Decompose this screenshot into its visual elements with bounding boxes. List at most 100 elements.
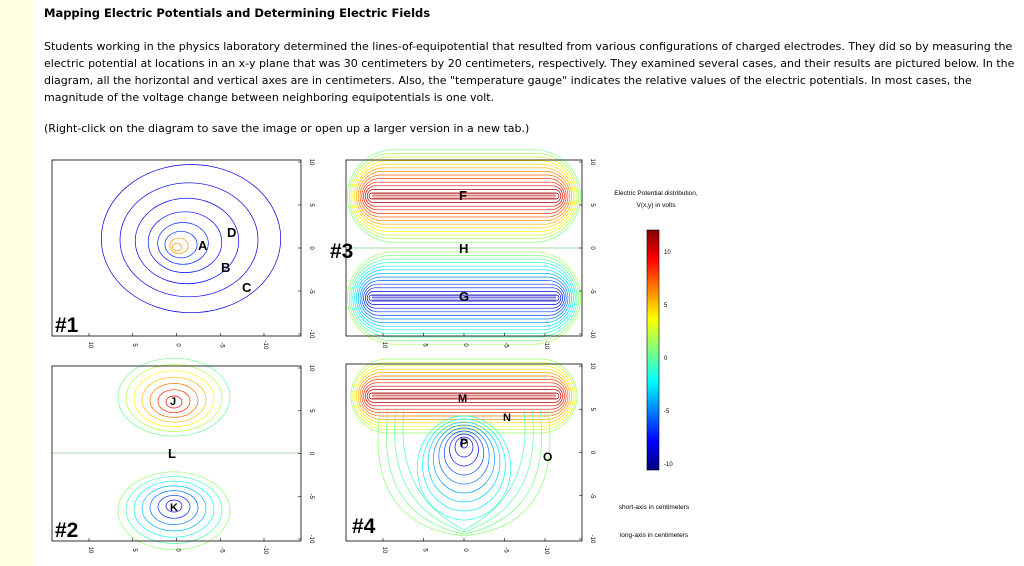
contour-line [361, 280, 567, 316]
tick-label: -10 [262, 341, 268, 350]
contour-line [157, 389, 191, 414]
contour-line [133, 480, 215, 538]
tick-label: -5 [308, 288, 314, 294]
point-label-B: B [221, 260, 230, 275]
panel-3-label: #3 [330, 240, 353, 263]
point-label-K: K [170, 502, 178, 514]
point-label-A: A [198, 238, 208, 253]
contour-line [354, 365, 574, 427]
tick-label: 5 [131, 343, 137, 347]
contour-line [157, 222, 209, 265]
panel-3-contours [347, 149, 581, 345]
contour-line [134, 197, 240, 285]
contour-line [454, 436, 474, 458]
intro-paragraph: Students working in the physics laborato… [44, 40, 1015, 104]
point-label-P: P [460, 436, 468, 450]
contour-line [438, 427, 490, 485]
contour-line [149, 490, 199, 525]
tick-label: -10 [543, 341, 549, 350]
contour-line [356, 368, 572, 424]
figure-note: (Right-click on the diagram to save the … [44, 122, 530, 135]
colorbar-title-1: Electric Potential distribution, [614, 190, 698, 197]
contour-line [443, 430, 485, 476]
contour-line [350, 358, 578, 434]
point-label-C: C [242, 280, 252, 295]
contour-line [347, 149, 581, 243]
contour-line [365, 185, 563, 207]
contour-line [394, 409, 534, 533]
contour-line [433, 424, 495, 494]
contour-line [157, 494, 191, 519]
tick-label: 5 [589, 203, 595, 207]
short-axis-label: short-axis in centimeters [619, 504, 690, 511]
contour-line [357, 372, 571, 420]
contour-line [363, 283, 565, 313]
tick-label: -5 [218, 342, 224, 348]
tick-label: 5 [422, 548, 428, 552]
panel-1-frame [51, 159, 302, 337]
tick-label: 0 [175, 343, 181, 347]
colorbar-title-2: V(x,y) in volts [636, 202, 676, 209]
panel-4-contours [350, 358, 578, 537]
contour-line [365, 385, 563, 407]
contour-line [119, 182, 259, 298]
page-title: Mapping Electric Potentials and Determin… [44, 6, 431, 20]
contour-line [449, 433, 479, 467]
contour-line [365, 287, 563, 309]
contour-line [354, 265, 574, 331]
contour-line [363, 181, 565, 211]
tick-label: -10 [308, 535, 314, 544]
tick-label: 0 [589, 246, 595, 250]
contour-line [357, 273, 571, 323]
tick-label: 10 [589, 363, 595, 370]
contour-line [359, 276, 569, 320]
point-label-N: N [503, 412, 511, 424]
tick-label: -5 [308, 494, 314, 500]
tick-label: -5 [589, 493, 595, 499]
tick-label: 10 [381, 342, 387, 349]
colorbar-tick-0: 0 [664, 356, 668, 362]
contour-line [141, 485, 207, 532]
tick-label: -5 [503, 342, 509, 348]
tick-label: 10 [308, 365, 314, 372]
contour-line [164, 230, 198, 259]
contour-line [348, 255, 580, 341]
tick-label: 10 [381, 547, 387, 554]
contour-line [422, 418, 506, 512]
contour-line [368, 192, 560, 200]
contour-line [165, 499, 183, 513]
point-label-D: D [227, 225, 236, 240]
tick-label: 0 [175, 548, 181, 552]
tick-label: 0 [308, 452, 314, 456]
contour-line [125, 364, 223, 432]
tick-label: 5 [308, 409, 314, 413]
tick-label: 5 [131, 548, 137, 552]
contour-line [117, 357, 231, 437]
tick-label: 5 [589, 408, 595, 412]
point-label-O: O [543, 450, 552, 464]
contour-line [350, 258, 578, 338]
contour-line [359, 174, 569, 218]
contour-line [366, 389, 562, 403]
contour-line [361, 379, 567, 413]
tick-label: -5 [218, 547, 224, 553]
contour-line [363, 382, 565, 410]
contour-line [117, 471, 231, 551]
contour-line [147, 211, 223, 273]
tick-label: -10 [589, 330, 595, 339]
contour-line [356, 167, 572, 225]
contour-line [354, 163, 574, 229]
point-label-L: L [168, 446, 176, 461]
point-label-F: F [459, 188, 467, 203]
contour-line [172, 242, 182, 252]
contour-line [100, 164, 282, 314]
long-axis-label: long-axis in centimeters [620, 532, 689, 539]
contour-line [377, 409, 551, 537]
contour-line [350, 156, 578, 236]
contour-line [165, 395, 183, 409]
contour-line [366, 189, 562, 203]
colorbar-tick-10: 10 [664, 250, 671, 256]
tick-label: 0 [462, 343, 468, 347]
